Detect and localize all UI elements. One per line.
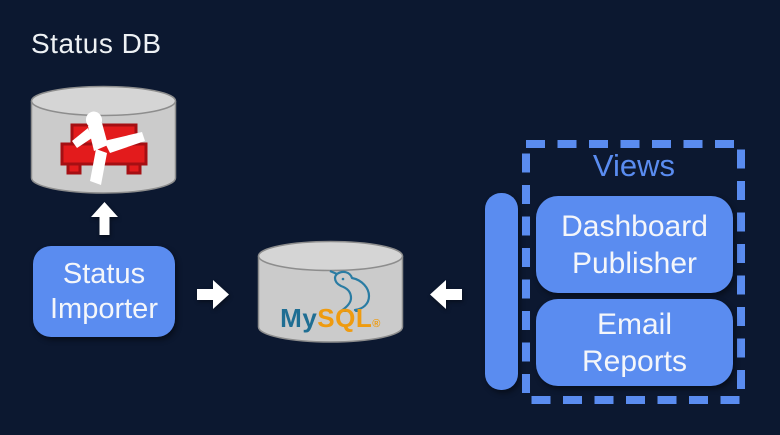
mysql-word-sql: SQL [317, 303, 373, 333]
status-importer-label-line1: Status [62, 257, 146, 290]
mysql-registered-mark: ® [372, 318, 381, 330]
views-group-border [522, 140, 745, 404]
email-reports-label-line2: Reports [581, 344, 688, 378]
views-connector-bar [485, 193, 518, 390]
status-db-title: Status DB [31, 28, 162, 59]
dashboard-publisher-label-line1: Dashboard [561, 209, 708, 243]
database-cylinder-icon [30, 85, 177, 194]
arrow-left-icon [430, 280, 462, 309]
status-db-cylinder [30, 85, 177, 195]
mysql-cylinder: MySQL® [257, 240, 404, 344]
status-importer-label-line2: Importer [50, 292, 158, 325]
dashboard-publisher-label-line2: Publisher [571, 246, 698, 280]
arrow-right-icon [197, 280, 229, 309]
database-cylinder-icon [257, 240, 404, 343]
email-reports-node: Email Reports [536, 299, 733, 386]
leaping-person-icon [72, 111, 145, 185]
arrow-up-icon [91, 202, 118, 235]
dashboard-publisher-node: Dashboard Publisher [536, 196, 733, 293]
mysql-word-my: My [280, 303, 318, 333]
mysql-dolphin-icon [329, 270, 371, 312]
mysql-wordmark: MySQL® [257, 303, 404, 334]
couchdb-logo-icon [60, 111, 148, 185]
email-reports-label-line1: Email [596, 307, 672, 341]
views-group-label: Views [592, 148, 676, 183]
status-importer-node: Status Importer [33, 246, 175, 337]
